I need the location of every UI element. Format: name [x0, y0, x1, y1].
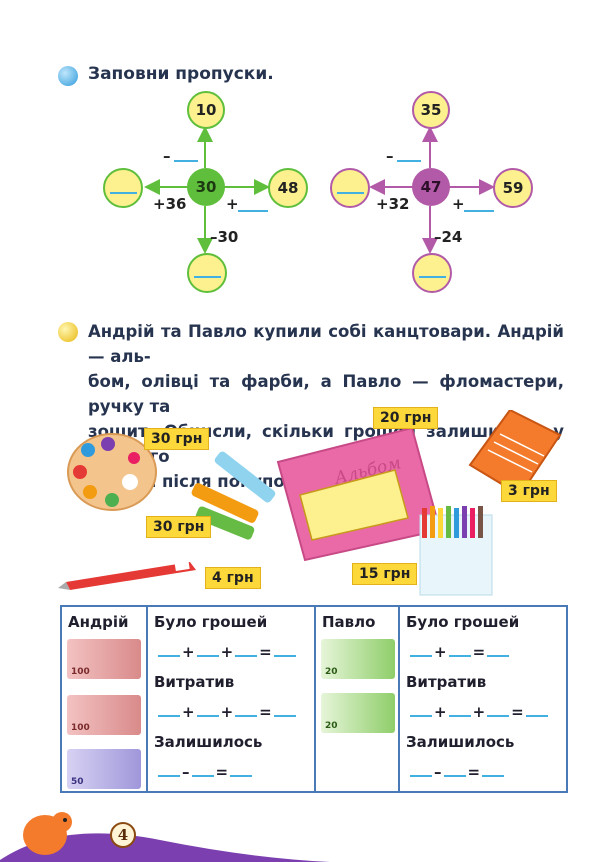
- pavlo-name: Павло: [322, 613, 376, 631]
- left-right-node: 48: [268, 168, 308, 208]
- left-bottom-blank[interactable]: [194, 276, 221, 278]
- andriy-left-equation[interactable]: –=: [156, 763, 254, 781]
- left-top-node: 10: [187, 91, 225, 129]
- pavlo-calc-cell: Було грошей += Витратив ++= Залишилось –…: [398, 605, 568, 793]
- left-right-blank[interactable]: [238, 210, 268, 212]
- right-op-bottom: –24: [434, 228, 463, 246]
- left-center-node: 30: [187, 168, 225, 206]
- pavlo-left-label: Залишилось: [406, 733, 515, 751]
- right-center-node: 47: [412, 168, 450, 206]
- pencils-icon: [419, 506, 493, 596]
- right-bottom-blank[interactable]: [419, 276, 446, 278]
- pavlo-spent-equation[interactable]: ++=: [408, 703, 550, 721]
- andriy-name: Андрій: [68, 613, 129, 631]
- andriy-calc-cell: Було грошей ++= Витратив ++= Залишилось …: [146, 605, 316, 793]
- pavlo-had-label: Було грошей: [406, 613, 520, 631]
- pavlo-bills-cell: Павло 20 20: [314, 605, 400, 793]
- right-left-node[interactable]: [330, 168, 370, 208]
- palette-icon: [67, 433, 157, 511]
- pavlo-had-equation[interactable]: +=: [408, 643, 511, 661]
- banknote-20-icon: 20: [321, 693, 395, 733]
- left-left-blank[interactable]: [110, 192, 137, 194]
- pen-icon: [58, 558, 196, 590]
- left-op-right: +: [226, 195, 239, 213]
- andriy-left-label: Залишилось: [154, 733, 263, 751]
- price-tag-palette: 30 грн: [144, 428, 210, 450]
- banknote-50-icon: 50: [67, 749, 141, 789]
- price-tag-notebook: 3 грн: [501, 480, 557, 502]
- stationery-illustration: [58, 410, 562, 596]
- left-op-left: +36: [153, 195, 187, 213]
- blue-bullet-icon: [58, 66, 78, 86]
- andriy-spent-label: Витратив: [154, 673, 235, 691]
- andriy-had-equation[interactable]: ++=: [156, 643, 298, 661]
- page-number: 4: [110, 822, 136, 848]
- right-top-node: 35: [412, 91, 450, 129]
- footer-decoration: [0, 812, 330, 862]
- price-tag-album: 20 грн: [373, 407, 439, 429]
- left-bottom-node[interactable]: [187, 253, 227, 293]
- left-op-bottom: –30: [210, 228, 239, 246]
- right-top-blank[interactable]: [397, 160, 421, 162]
- money-table: Андрій 100 100 50 Було грошей ++= Витрат…: [60, 605, 568, 793]
- banknote-100-icon: 100: [67, 695, 141, 735]
- task2-line: Андрій та Павло купили собі канцтовари. …: [88, 322, 564, 366]
- album-icon: [276, 426, 442, 562]
- andriy-bills-cell: Андрій 100 100 50: [60, 605, 148, 793]
- price-tag-pencils: 15 грн: [352, 563, 418, 585]
- right-bottom-node[interactable]: [412, 253, 452, 293]
- squirrel-icon: [23, 812, 72, 855]
- right-op-right: +: [452, 195, 465, 213]
- right-op-top: –: [386, 147, 394, 165]
- task2-line: бом, олівці та фарби, а Павло — фломасте…: [88, 372, 564, 416]
- left-op-top: –: [163, 147, 171, 165]
- task1-arrows: [144, 126, 495, 254]
- task1-instruction: Заповни пропуски.: [88, 64, 274, 84]
- markers-icon: [191, 451, 276, 540]
- left-left-node[interactable]: [103, 168, 143, 208]
- price-tag-markers: 30 грн: [146, 516, 212, 538]
- pavlo-left-equation[interactable]: –=: [408, 763, 506, 781]
- banknote-100-icon: 100: [67, 639, 141, 679]
- left-top-blank[interactable]: [174, 160, 198, 162]
- right-left-blank[interactable]: [337, 192, 364, 194]
- yellow-bullet-icon: [58, 322, 78, 342]
- right-op-left: +32: [376, 195, 410, 213]
- price-tag-pen: 4 грн: [205, 567, 261, 589]
- pavlo-spent-label: Витратив: [406, 673, 487, 691]
- andriy-spent-equation[interactable]: ++=: [156, 703, 298, 721]
- andriy-had-label: Було грошей: [154, 613, 268, 631]
- right-right-node: 59: [493, 168, 533, 208]
- banknote-20-icon: 20: [321, 639, 395, 679]
- right-right-blank[interactable]: [464, 210, 494, 212]
